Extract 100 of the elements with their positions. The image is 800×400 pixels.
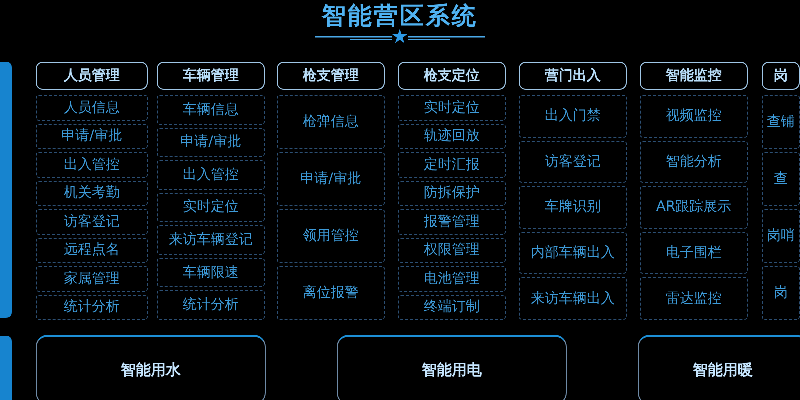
- label-text: 电池管理: [424, 270, 480, 288]
- label-text: 统计分析: [64, 298, 120, 316]
- function-box: [157, 95, 265, 125]
- label-text: 岗: [774, 284, 788, 302]
- category-header: [398, 62, 506, 90]
- function-box: [277, 209, 385, 263]
- label-text: 终端订制: [424, 298, 480, 316]
- function-box: [398, 294, 506, 320]
- label-text: 定时汇报: [424, 156, 480, 174]
- function-box: [36, 124, 148, 149]
- system-panel: [36, 335, 266, 400]
- function-box: [398, 266, 506, 292]
- label-text: 人员管理: [64, 67, 120, 85]
- label-text: 领用管控: [303, 227, 359, 245]
- label-text: 车辆信息: [183, 100, 239, 119]
- label-text: 营门出入: [545, 67, 601, 85]
- label-text: 出入管控: [183, 166, 239, 184]
- label-text: 家属管理: [64, 270, 120, 288]
- label-text: 人员信息: [64, 98, 120, 117]
- label-text: 来访车辆登记: [169, 231, 253, 250]
- function-box: [519, 140, 627, 184]
- function-box: [277, 266, 385, 320]
- function-box: [398, 95, 506, 120]
- function-box: [398, 180, 506, 206]
- label-text: 机关考勤: [64, 184, 120, 202]
- label-text: 车辆管理: [183, 67, 239, 85]
- function-box: [157, 258, 265, 288]
- label-text: 实时定位: [183, 198, 239, 216]
- label-text: 岗哨: [767, 227, 795, 245]
- label-text: AR跟踪展示: [656, 198, 732, 216]
- function-box: [762, 95, 800, 149]
- label-text: 智能监控: [666, 67, 722, 85]
- label-text: 车辆限速: [183, 264, 239, 282]
- category-header: [640, 62, 748, 90]
- label-text: 轨迹回放: [424, 127, 480, 146]
- function-box: [762, 266, 800, 320]
- label-text: 电子围栏: [666, 244, 722, 262]
- label-text: 枪弹信息: [303, 113, 359, 131]
- label-text: 智能用电: [422, 361, 482, 380]
- function-box: [398, 238, 506, 263]
- label-text: 实时定位: [424, 98, 480, 117]
- function-box: [36, 152, 148, 178]
- label-text: 申请/审批: [300, 170, 362, 188]
- label-text: 权限管理: [424, 241, 480, 260]
- label-text: 出入门禁: [545, 107, 601, 126]
- category-header: [277, 62, 385, 90]
- function-box: [157, 225, 265, 255]
- label-text: 防拆保护: [424, 184, 480, 202]
- label-text: 智能用水: [121, 361, 181, 380]
- function-box: [640, 186, 748, 229]
- label-text: 岗: [774, 67, 788, 85]
- function-box: [519, 186, 627, 229]
- function-box: [640, 95, 748, 138]
- function-box: [398, 152, 506, 178]
- category-header: [762, 62, 800, 90]
- function-box: [762, 152, 800, 206]
- function-box: [640, 140, 748, 184]
- function-box: [157, 290, 265, 320]
- label-text: 智能分析: [666, 152, 722, 171]
- function-box: [157, 128, 265, 158]
- label-text: 雷达监控: [666, 290, 722, 308]
- label-text: 访客登记: [545, 152, 601, 171]
- label-text: 申请/审批: [62, 127, 122, 146]
- label-text: 智能用暖: [693, 361, 753, 380]
- label-text: 来访车辆出入: [531, 290, 615, 308]
- category-header: [157, 62, 265, 90]
- function-box: [640, 232, 748, 274]
- label-text: 出入管控: [64, 156, 120, 174]
- label-text: 远程点名: [64, 241, 120, 260]
- diagram-title: 智能营区系统: [320, 1, 479, 32]
- function-box: [36, 209, 148, 234]
- label-text: 视频监控: [666, 107, 722, 126]
- label-text: 访客登记: [64, 212, 120, 231]
- function-box: [36, 266, 148, 292]
- label-text: 枪支管理: [303, 67, 359, 85]
- function-box: [519, 232, 627, 274]
- function-box: [398, 209, 506, 234]
- function-box: [762, 209, 800, 263]
- function-box: [398, 124, 506, 149]
- label-text: 查: [774, 170, 788, 188]
- label-text: 离位报警: [303, 284, 359, 302]
- function-box: [36, 95, 148, 120]
- label-text: 统计分析: [183, 296, 239, 314]
- function-box: [157, 192, 265, 222]
- label-text: 枪支定位: [424, 67, 480, 85]
- label-text: 内部车辆出入: [531, 244, 615, 262]
- label-text: 查铺: [767, 113, 795, 131]
- category-header: [36, 62, 148, 90]
- category-header: [519, 62, 627, 90]
- function-box: [36, 180, 148, 206]
- function-box: [36, 294, 148, 320]
- label-text: 车牌识别: [545, 198, 601, 216]
- function-box: [519, 95, 627, 138]
- function-box: [519, 277, 627, 320]
- function-box: [277, 95, 385, 149]
- function-box: [157, 160, 265, 190]
- label-text: 申请/审批: [180, 133, 242, 152]
- system-panel: [337, 335, 567, 400]
- system-panel: [638, 335, 800, 400]
- function-box: [36, 238, 148, 263]
